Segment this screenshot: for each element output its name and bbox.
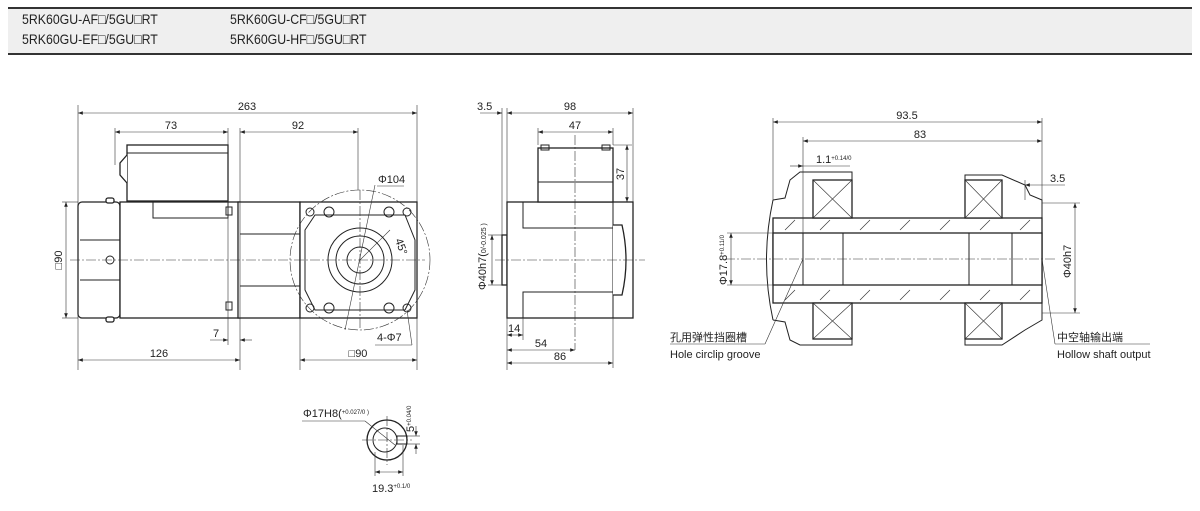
front-view: 3.5 98 47 37 Φ40h7(0/-0.025 ) 14 54 86	[477, 101, 645, 370]
section-view: 93.5 83 1.1+0.14/0 3.5 Φ17.8+0.11/0 Φ40h…	[670, 110, 1151, 361]
dim-key-depth: 19.3+0.1/0	[372, 483, 411, 495]
bearing-icon	[812, 179, 1003, 340]
dim-box-width: 47	[569, 120, 581, 132]
model-header: 5RK60GU-AF□/5GU□RT 5RK60GU-CF□/5GU□RT 5R…	[8, 7, 1192, 55]
dim-outer-dia: Φ40h7	[1062, 245, 1074, 278]
dim-bore: Φ17.8+0.11/0	[718, 234, 730, 285]
dim-box-height: 37	[615, 168, 627, 180]
dim-gap: 7	[213, 328, 219, 340]
dim-gearbox: 92	[292, 120, 304, 132]
label-hollow-cn: 中空轴输出端	[1057, 330, 1123, 344]
dim-width: 98	[564, 101, 576, 113]
dim-inner-length: 83	[914, 129, 926, 141]
dim-flange-diameter: Φ104	[378, 174, 405, 186]
dim-overall-length: 93.5	[896, 110, 917, 122]
label-circlip-cn: 孔用弹性挡圈槽	[670, 330, 747, 344]
dim-center: 54	[535, 338, 547, 350]
key-view: Φ17H8(+0.027/0 ) 5+0.04/0 19.3+0.1/0	[302, 405, 420, 495]
dim-groove: 1.1+0.14/0	[816, 154, 852, 166]
dim-mount-holes: 4-Φ7	[377, 332, 402, 344]
dim-flange-square: □90	[349, 348, 368, 360]
dim-key-width: 5+0.04/0	[405, 405, 417, 432]
model-hf: 5RK60GU-HF□/5GU□RT	[230, 31, 367, 47]
dim-key-bore: Φ17H8(+0.027/0 )	[303, 408, 369, 420]
dim-shaft-offset: 3.5	[1050, 173, 1065, 185]
model-cf: 5RK60GU-CF□/5GU□RT	[230, 11, 367, 27]
dim-shaft-dia: Φ40h7(0/-0.025 )	[477, 223, 489, 290]
side-view: 263 73 92 □90 Φ104 45° 4-Φ7 7 126 □90	[53, 101, 431, 370]
label-circlip-en: Hole circlip groove	[670, 349, 760, 361]
dim-overall: 263	[238, 101, 256, 113]
dim-motor-length: 126	[150, 348, 168, 360]
dim-offset: 3.5	[477, 101, 492, 113]
label-hollow-en: Hollow shaft output	[1057, 349, 1151, 361]
model-af: 5RK60GU-AF□/5GU□RT	[22, 11, 158, 27]
model-ef: 5RK60GU-EF□/5GU□RT	[22, 31, 158, 47]
dim-flange: 14	[508, 323, 520, 335]
dim-terminal-box: 73	[165, 120, 177, 132]
dim-depth: 86	[554, 351, 566, 363]
dim-height: □90	[53, 251, 65, 270]
dim-angle: 45°	[392, 237, 409, 257]
